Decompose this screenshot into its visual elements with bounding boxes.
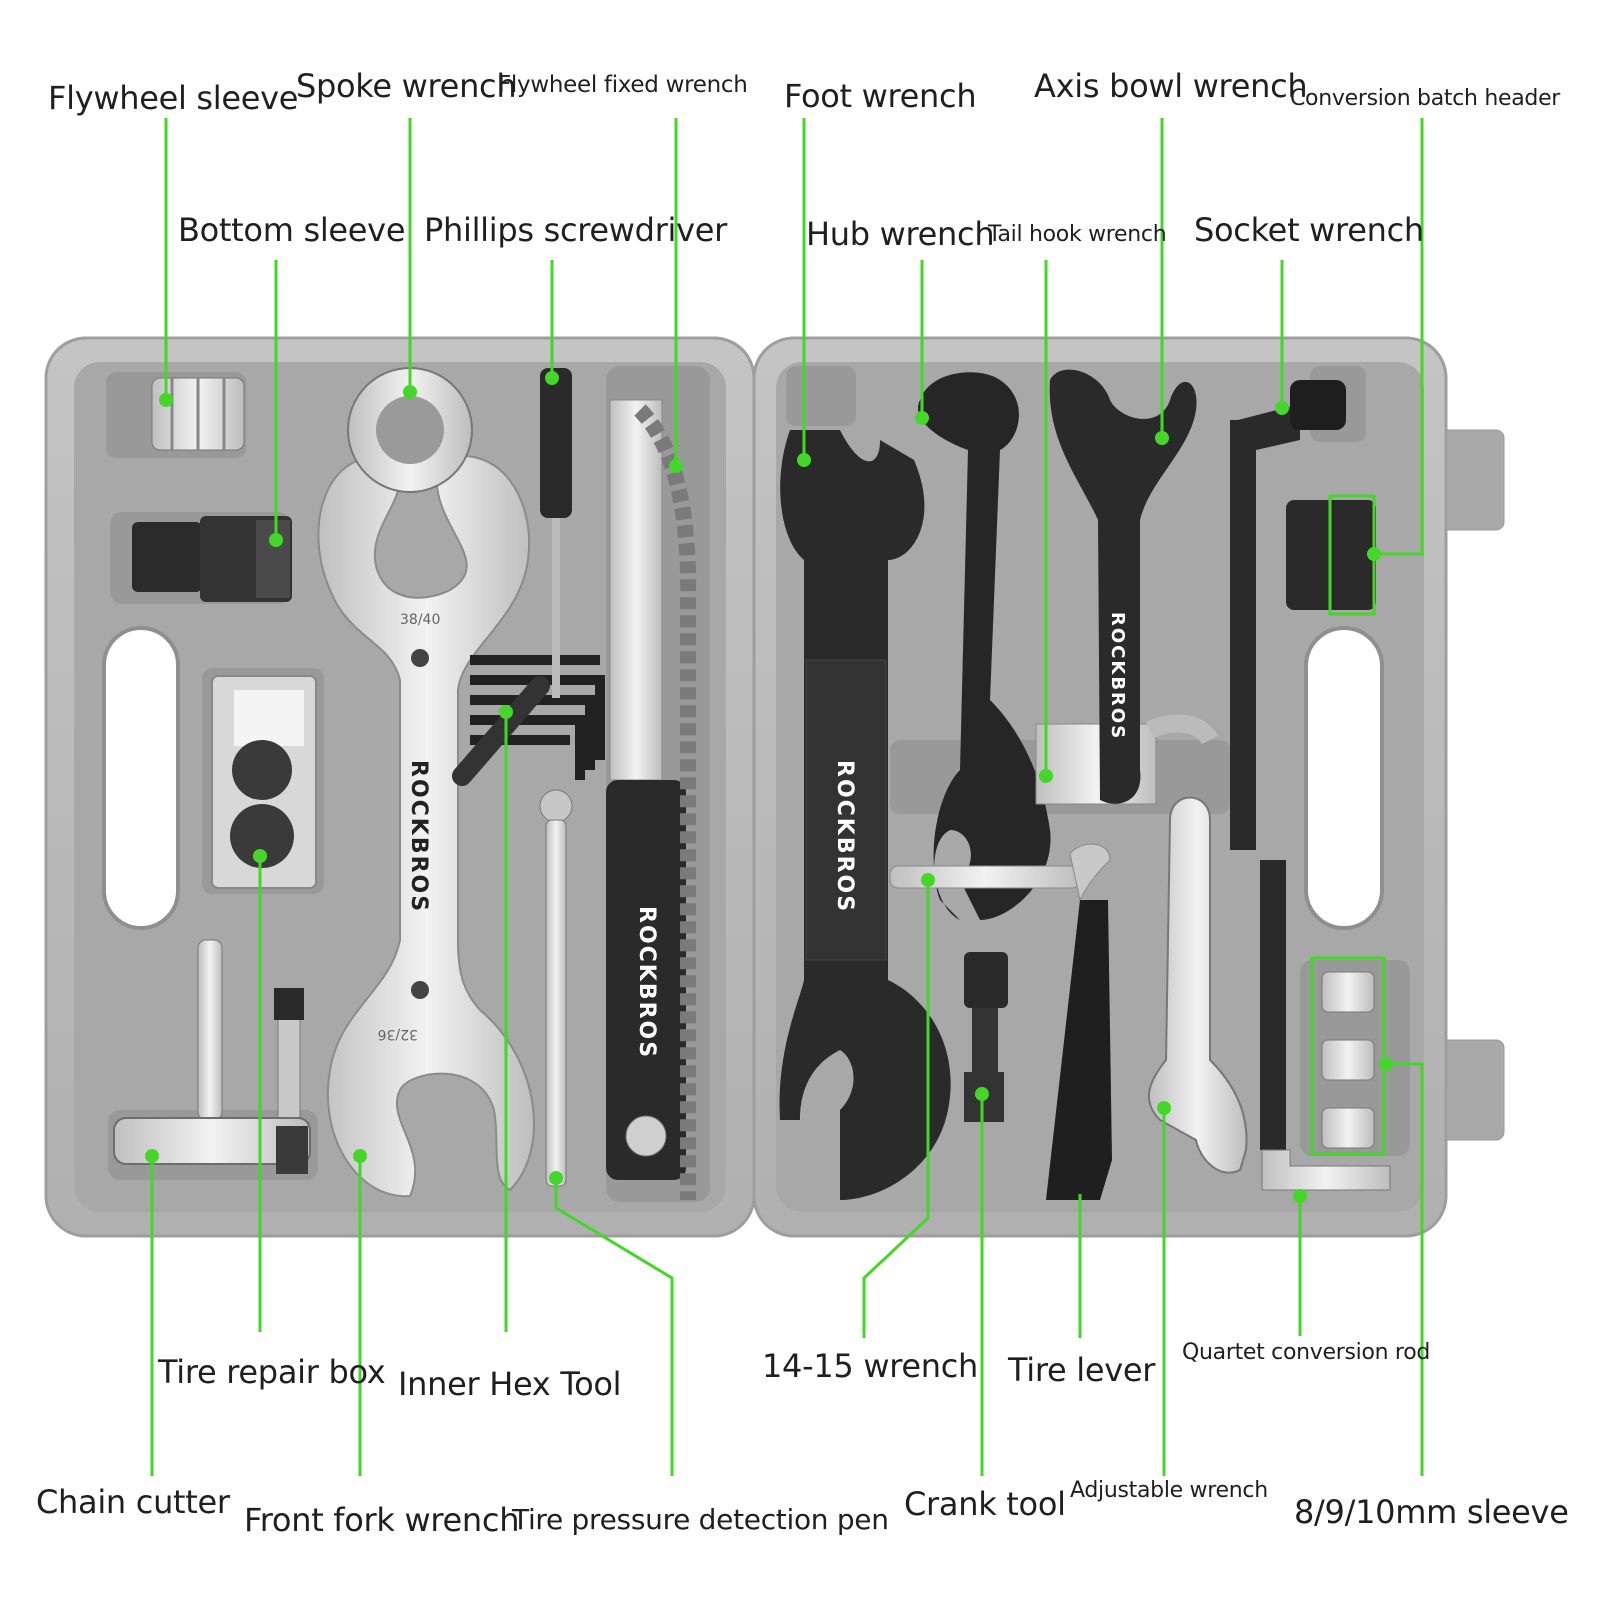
callout-sleeve-8-9-10 xyxy=(1386,1062,1424,1476)
label-bottom-sleeve: Bottom sleeve xyxy=(178,211,406,249)
handle-slot-right xyxy=(1304,626,1384,930)
label-tire-pressure-pen: Tire pressure detection pen xyxy=(512,1503,889,1536)
label-tire-lever: Tire lever xyxy=(1008,1351,1156,1389)
callout-tire-pressure-pen xyxy=(554,1178,674,1476)
front-fork-wrench-tool: 38/40 32/36 ROCKBROS xyxy=(317,455,535,1198)
flywheel-fixed-wrench-tool: ROCKBROS xyxy=(606,399,697,1200)
adjustable-wrench-tool xyxy=(1148,796,1248,1174)
label-flywheel-sleeve: Flywheel sleeve xyxy=(48,79,299,117)
case-latch-top xyxy=(1439,429,1505,531)
label-phillips-screwdriver: Phillips screwdriver xyxy=(424,211,728,249)
label-14-15-wrench: 14-15 wrench xyxy=(762,1347,979,1385)
label-crank-tool: Crank tool xyxy=(904,1485,1066,1523)
bottom-sleeve-tool xyxy=(132,516,292,602)
sleeve-8-9-10-tool xyxy=(1310,956,1386,1156)
crank-tool-tool xyxy=(964,952,1008,1122)
fork-brand: ROCKBROS xyxy=(406,760,431,913)
label-inner-hex-tool: Inner Hex Tool xyxy=(398,1365,622,1403)
label-hub-wrench: Hub wrench xyxy=(806,215,995,253)
foot-wrench-tool: ROCKBROS xyxy=(779,430,951,1200)
fork-size-bottom: 32/36 xyxy=(378,1026,418,1042)
axis-brand: ROCKBROS xyxy=(1107,612,1128,740)
label-conversion-batch-header: Conversion batch header xyxy=(1290,86,1561,111)
label-quartet-conversion-rod: Quartet conversion rod xyxy=(1182,1340,1431,1365)
inner-hex-tool xyxy=(452,655,605,786)
pedal-brand: ROCKBROS xyxy=(832,760,857,913)
tire-lever-tool xyxy=(1046,900,1112,1200)
fork-size-top: 38/40 xyxy=(400,612,440,628)
tire-repair-box-tool xyxy=(211,675,317,889)
axis-bowl-wrench-tool: ROCKBROS xyxy=(1049,369,1197,804)
flywheel-sleeve-tool xyxy=(151,377,245,451)
hub-wrench-tool xyxy=(918,372,1051,920)
label-axis-bowl-wrench: Axis bowl wrench xyxy=(1034,67,1308,105)
label-flywheel-fixed-wrench: Flywheel fixed wrench xyxy=(498,72,748,98)
callout-dots xyxy=(145,371,1393,1203)
quartet-conversion-rod-tool xyxy=(1260,860,1391,1191)
label-foot-wrench: Foot wrench xyxy=(784,77,977,115)
handle-slot-left xyxy=(102,626,180,930)
whip-brand: ROCKBROS xyxy=(634,906,659,1059)
tire-pressure-pen-tool xyxy=(539,789,573,1187)
label-tail-hook-wrench: Tail hook wrench xyxy=(988,222,1167,247)
conversion-batch-header-tool xyxy=(1286,494,1376,616)
spoke-wrench-tool xyxy=(347,367,473,493)
case-latch-bottom xyxy=(1439,1039,1505,1141)
label-socket-wrench: Socket wrench xyxy=(1194,211,1424,249)
callout-14-15-wrench xyxy=(862,880,930,1338)
phillips-screwdriver-tool xyxy=(540,368,572,698)
callout-conversion-batch-header xyxy=(1374,118,1424,556)
callout-lines xyxy=(150,118,1424,1476)
label-spoke-wrench: Spoke wrench xyxy=(296,67,517,105)
wrench-14-15-tool xyxy=(889,843,1111,902)
label-front-fork-wrench: Front fork wrench xyxy=(244,1501,520,1539)
label-tire-repair-box: Tire repair box xyxy=(158,1353,386,1391)
label-sleeve-8-9-10: 8/9/10mm sleeve xyxy=(1294,1493,1569,1531)
socket-wrench-tool xyxy=(1230,380,1346,850)
label-chain-cutter: Chain cutter xyxy=(36,1483,230,1521)
label-adjustable-wrench: Adjustable wrench xyxy=(1070,1478,1268,1503)
